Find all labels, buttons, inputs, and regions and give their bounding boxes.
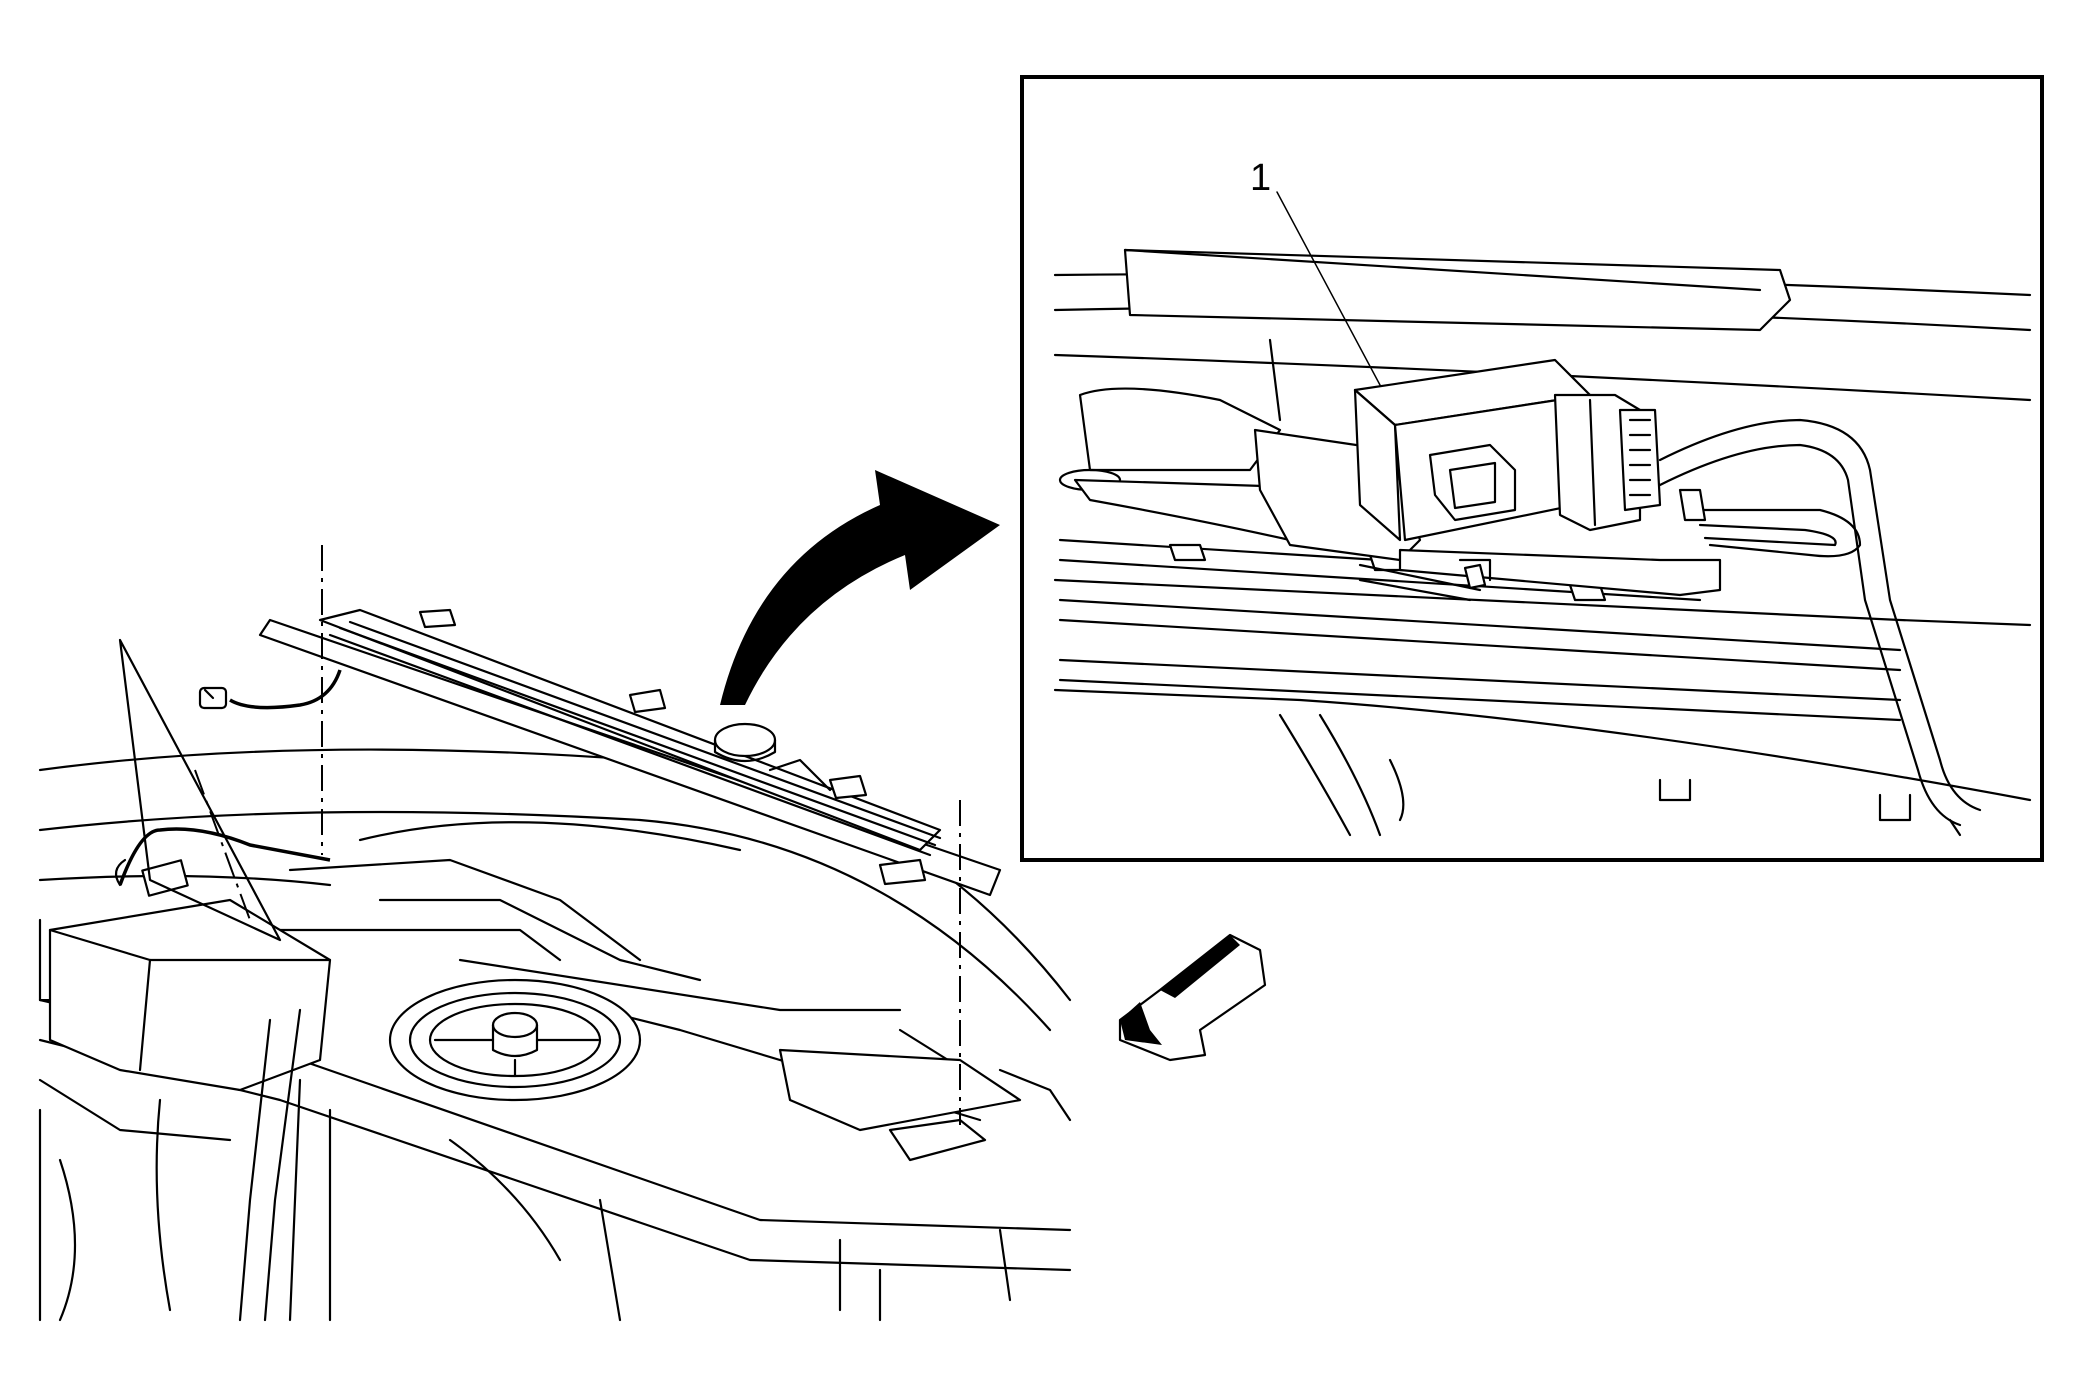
package-shelf-trim-assembly — [258, 608, 1002, 897]
right-shelf-bracket — [778, 1048, 1022, 1132]
callout-1-label: 1 — [1250, 157, 1271, 199]
module-wiring-harness — [1658, 418, 1982, 827]
view-wedge — [118, 638, 282, 942]
lamp-pigtail-connector — [198, 669, 342, 710]
vehicle-front-arrow — [1118, 933, 1267, 1062]
detail-inset: 1 — [1020, 75, 2044, 862]
callout-1-leader — [1276, 191, 1381, 386]
rear-speaker — [388, 978, 642, 1102]
left-trim-block — [48, 898, 332, 1092]
body-wiring-harness — [114, 827, 331, 1322]
detail-upper-rail — [1123, 248, 1792, 332]
module-fastener — [1358, 563, 1487, 602]
trunk-lid-module — [1253, 358, 1722, 597]
detail-view-arrow — [720, 470, 1000, 705]
alignment-line-diagonal — [194, 769, 251, 921]
main-view — [38, 470, 1267, 1322]
